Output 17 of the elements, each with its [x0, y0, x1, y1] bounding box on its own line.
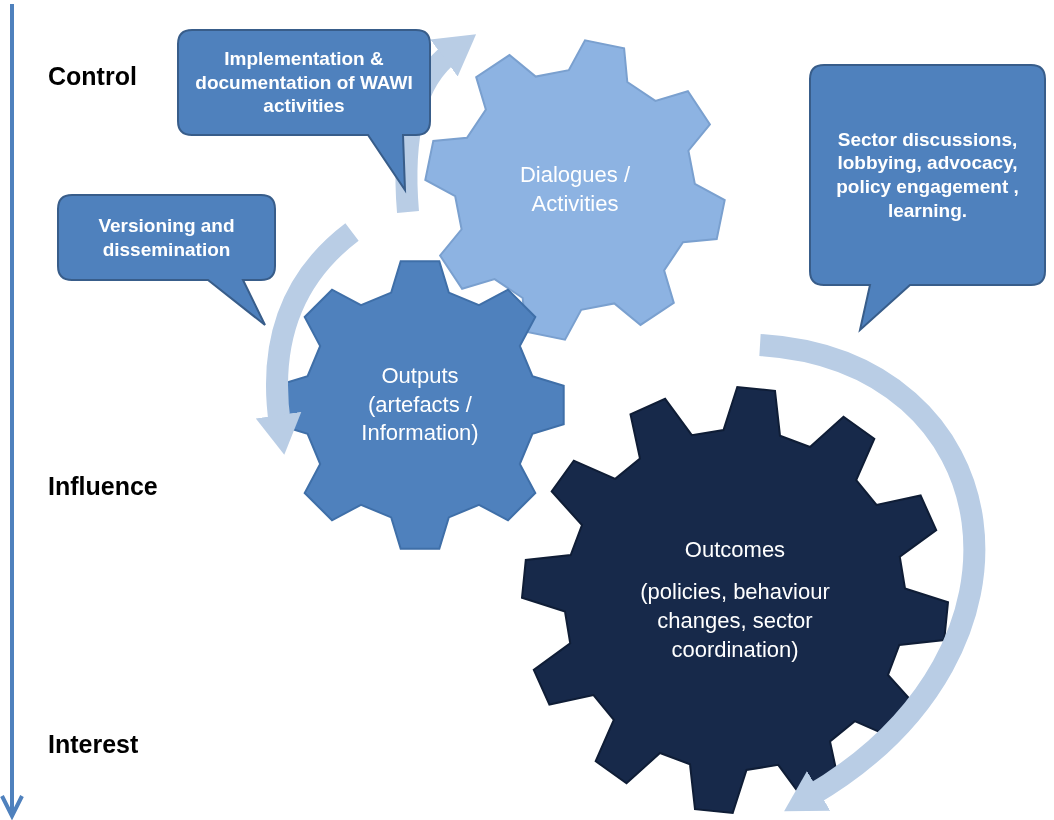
- speech-bubble: [58, 195, 275, 327]
- curved-arrow: [758, 334, 985, 814]
- speech-bubble: [810, 65, 1045, 332]
- gear-label: Outcomes: [684, 535, 786, 564]
- callout-text: Sector discussions, lobbying, advocacy, policy engagement , learning.: [835, 127, 1020, 223]
- axis-label: Influence: [48, 472, 158, 501]
- gear-label: Dialogues / Activities: [518, 161, 632, 218]
- axis-label: Interest: [48, 730, 139, 759]
- callout-text: Implementation & documentation of WAWI activities: [194, 46, 414, 119]
- gear-description: (policies, behaviour changes, sector coordination): [639, 578, 831, 664]
- gear: [522, 387, 948, 813]
- curved-arrow: [256, 223, 359, 455]
- callout-text: Versioning and dissemination: [97, 213, 236, 262]
- gear-label: Outputs (artefacts / Information): [360, 362, 480, 448]
- gear: [425, 40, 725, 340]
- speech-bubble: [178, 30, 430, 192]
- axis-label: Control: [48, 62, 137, 91]
